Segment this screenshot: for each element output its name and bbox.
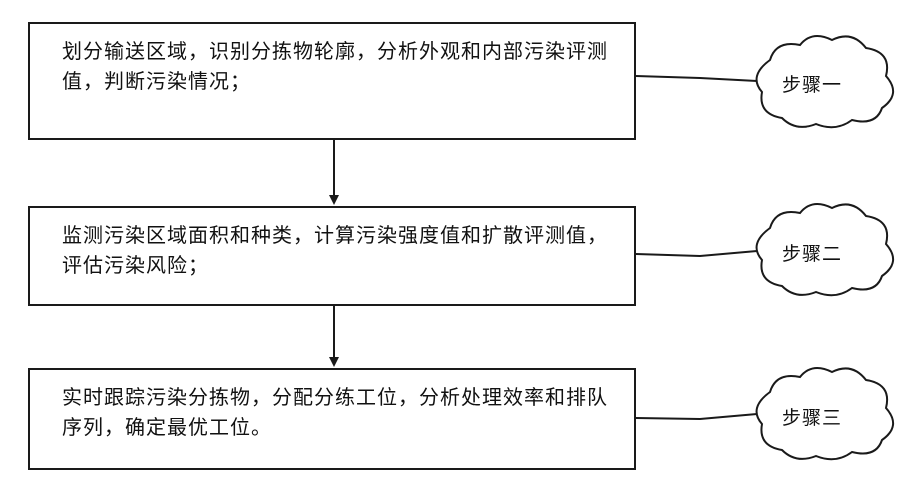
connector-step3 [636,414,757,419]
step-box-1: 划分输送区域，识别分拣物轮廓，分析外观和内部污染评测值，判断污染情况； [28,22,636,140]
cloud-label-1: 步骤一 [757,70,867,97]
connector-step2 [636,251,757,256]
step-box-2: 监测污染区域面积和种类，计算污染强度值和扩散评测值，评估污染风险； [28,206,636,306]
step-text-3: 实时跟踪污染分拣物，分配分练工位，分析处理效率和排队序列，确定最优工位。 [62,385,608,439]
connector-step1 [636,76,757,81]
step-box-3: 实时跟踪污染分拣物，分配分练工位，分析处理效率和排队序列，确定最优工位。 [28,368,636,470]
step-text-1: 划分输送区域，识别分拣物轮廓，分析外观和内部污染评测值，判断污染情况； [62,39,608,93]
cloud-label-3: 步骤三 [757,403,867,430]
step-text-2: 监测污染区域面积和种类，计算污染强度值和扩散评测值，评估污染风险； [62,223,608,277]
cloud-label-2: 步骤二 [757,239,867,266]
